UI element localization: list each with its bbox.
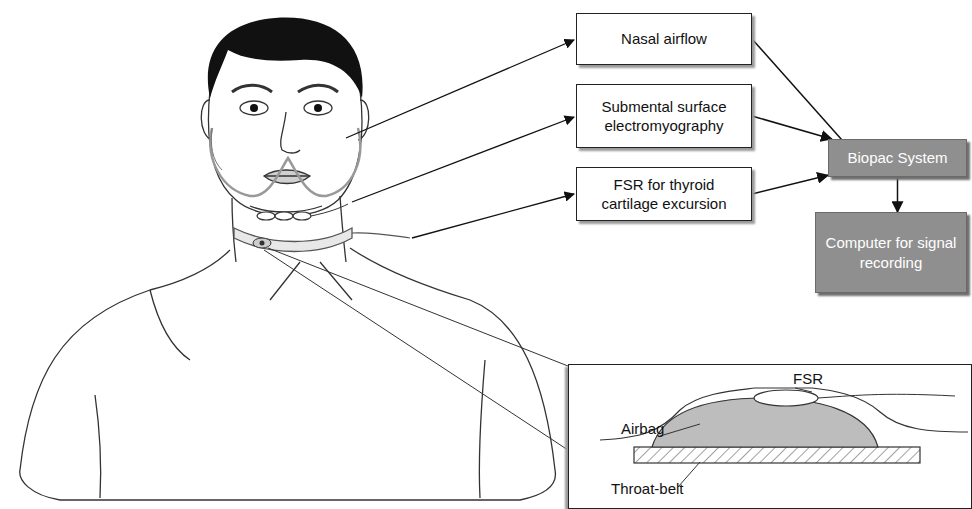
emg-wire bbox=[311, 204, 348, 216]
pupil bbox=[250, 104, 258, 112]
pupil bbox=[314, 104, 322, 112]
fsr-sensor bbox=[253, 238, 271, 248]
process-box: Nasal airflow bbox=[576, 13, 752, 65]
inset-panel: FSR AirbagThroat-belt bbox=[568, 364, 972, 509]
hair bbox=[208, 18, 363, 98]
zoom-lines bbox=[264, 248, 568, 450]
box-label: Biopac System bbox=[839, 146, 955, 170]
fsr-wire bbox=[352, 233, 410, 238]
signal-arrow bbox=[752, 175, 828, 194]
box-label: Computer for signal recording bbox=[816, 231, 966, 274]
leader-lines bbox=[346, 40, 574, 238]
person-sketch bbox=[20, 85, 556, 500]
signal-arrow bbox=[752, 116, 832, 139]
emg-electrodes bbox=[257, 212, 311, 220]
system-box: Biopac System bbox=[828, 139, 967, 177]
process-box: FSR for thyroid cartilage excursion bbox=[576, 167, 752, 221]
part-label: Airbag bbox=[619, 419, 666, 439]
box-label: Submental surface electromyography bbox=[577, 95, 751, 138]
fsr-dot bbox=[260, 241, 265, 246]
box-label: FSR for thyroid cartilage excursion bbox=[577, 173, 751, 216]
nasal-cannula bbox=[210, 128, 360, 196]
process-box: Submental surface electromyography bbox=[576, 84, 752, 148]
throat-belt bbox=[234, 228, 352, 252]
box-label: Nasal airflow bbox=[613, 27, 715, 51]
inset-drawing bbox=[600, 388, 968, 487]
part-label: Throat-belt bbox=[609, 479, 686, 499]
signal-arrow bbox=[897, 177, 899, 212]
cannula-tube bbox=[211, 128, 222, 170]
computer-box: Computer for signal recording bbox=[815, 212, 967, 293]
inset-heading: FSR bbox=[791, 369, 825, 389]
